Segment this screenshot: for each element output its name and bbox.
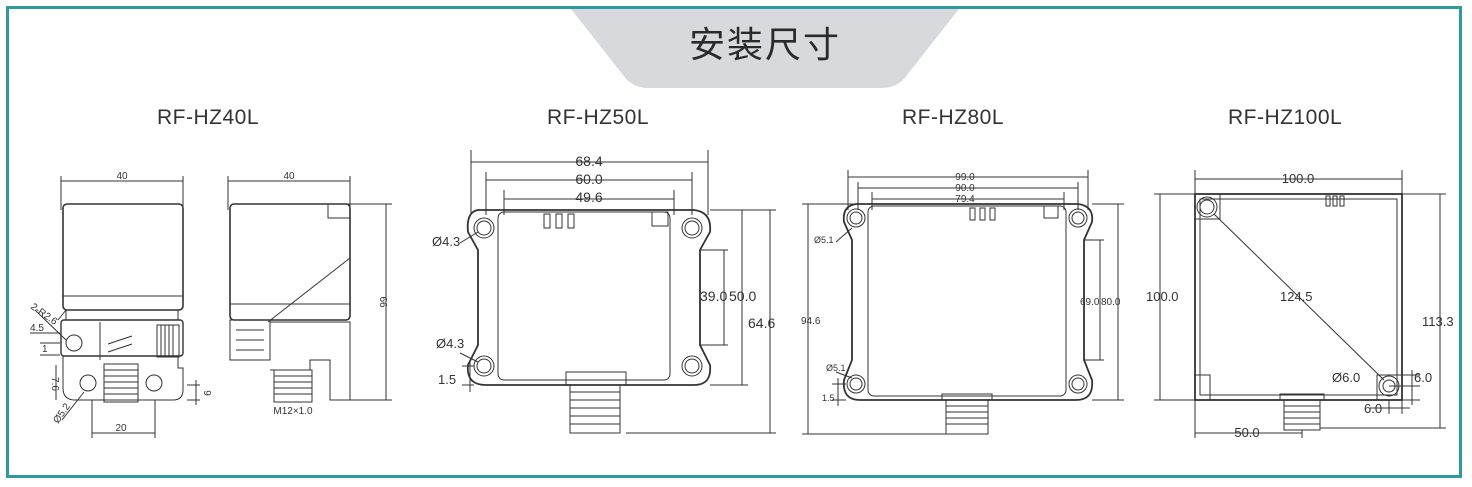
hz40l-side-height: 66 (377, 296, 388, 308)
hz100l-d60b: 6.0 (1364, 401, 1382, 416)
model-label-hz80l: RF-HZ80L (902, 106, 1005, 129)
hz100l-d60a: 6.0 (1414, 370, 1432, 385)
hz50l-d15: 1.5 (438, 372, 456, 387)
hz40l-d45: 4.5 (30, 323, 44, 334)
model-label-hz100l: RF-HZ100L (1228, 106, 1343, 129)
hz50l-h3: 64.6 (748, 315, 775, 331)
hz80l-drawing (802, 170, 1124, 435)
hz100l-w50: 50.0 (1234, 425, 1259, 440)
hz40l-d9: 9 (201, 390, 212, 396)
model-label-hz40l: RF-HZ40L (157, 106, 260, 129)
hz80l-h2: 80.0 (1101, 297, 1121, 308)
hz50l-h1: 39.0 (700, 288, 727, 304)
hz40l-front-view (30, 176, 200, 438)
hz50l-w1: 68.4 (575, 153, 602, 169)
hz80l-hole1: Ø5.1 (814, 235, 834, 245)
hz40l-d1: 1 (42, 344, 48, 355)
hz50l-w3: 49.6 (575, 189, 602, 205)
hz40l-d52: Ø5.2 (51, 401, 73, 425)
hz40l-front-width: 40 (116, 171, 128, 182)
hz50l-h2: 50.0 (729, 288, 756, 304)
hz80l-hole2: Ø5.1 (826, 363, 846, 373)
hz40l-side-width: 40 (283, 171, 295, 182)
hz80l-d15: 1.5 (822, 393, 835, 403)
hz80l-h-left: 94.6 (801, 316, 821, 327)
hz80l-h1: 69.0 (1080, 297, 1100, 308)
hz40l-thread: M12×1.0 (273, 406, 313, 417)
hz100l-h-left: 100.0 (1146, 289, 1179, 304)
hz100l-diag: 124.5 (1280, 289, 1313, 304)
model-label-hz50l: RF-HZ50L (547, 106, 650, 129)
hz100l-h-right: 113.3 (1422, 314, 1454, 329)
hz50l-hole1: Ø4.3 (432, 234, 460, 249)
hz40l-d76: 7.6 (49, 377, 60, 391)
title-banner (571, 9, 959, 88)
hz100l-hole: Ø6.0 (1332, 370, 1360, 385)
hz100l-drawing (1154, 170, 1446, 438)
page-title: 安装尺寸 (688, 25, 841, 66)
hz50l-hole2: Ø4.3 (436, 336, 464, 351)
hz80l-w3: 79.4 (955, 194, 975, 205)
hz40l-d20: 20 (115, 423, 127, 434)
hz80l-w1: 99.0 (955, 172, 975, 183)
hz50l-w2: 60.0 (575, 171, 602, 187)
hz50l-drawing (459, 150, 776, 434)
hz40l-side-view (227, 176, 392, 403)
hz80l-w2: 90.0 (955, 183, 975, 194)
hz100l-w1: 100.0 (1282, 171, 1315, 186)
